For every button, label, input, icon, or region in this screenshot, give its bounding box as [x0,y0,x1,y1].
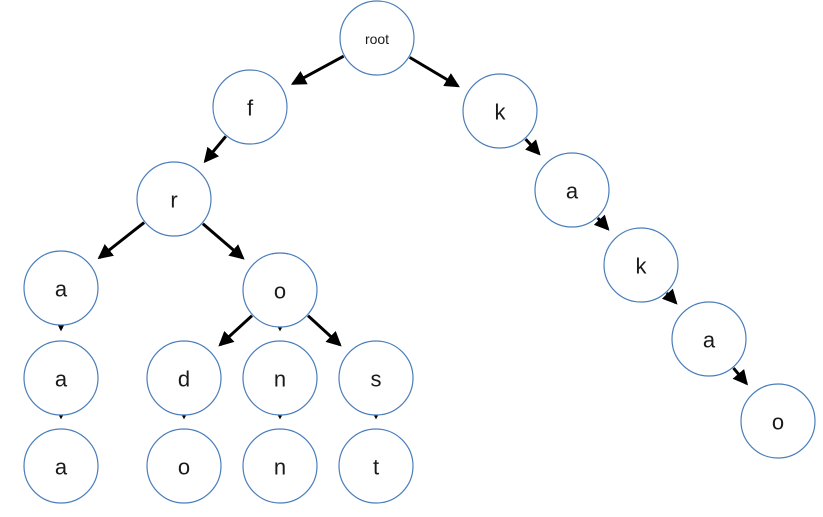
node-circle [212,69,288,145]
tree-edge [524,138,541,156]
node-label: a [566,179,579,204]
tree-node[interactable]: f [212,69,288,145]
node-circle [462,73,538,149]
node-label: s [371,367,382,392]
node-circle [740,383,816,459]
tree-node[interactable]: a [23,340,99,416]
tree-node[interactable]: o [146,428,222,504]
tree-node[interactable]: k [603,227,679,303]
tree-node[interactable]: o [740,383,816,459]
node-label: n [274,455,286,480]
tree-node[interactable]: n [242,428,318,504]
tree-edge [97,221,146,260]
nodes-layer: root f r a a a o d n s o n t k a k a o [23,0,816,504]
tree-edge [203,135,227,164]
node-circle [671,301,747,377]
node-circle [136,161,212,237]
tree-node[interactable]: a [23,428,99,504]
node-circle [146,340,222,416]
node-circle [146,428,222,504]
tree-node[interactable]: n [242,340,318,416]
node-label: o [274,279,286,304]
tree-node[interactable]: a [534,152,610,228]
node-label: o [178,455,190,480]
tree-node[interactable]: s [338,340,414,416]
node-circle [242,340,318,416]
node-label: t [373,455,379,480]
tree-edge [306,314,342,347]
node-circle [242,252,318,328]
node-circle [338,428,414,504]
node-circle [242,428,318,504]
tree-edge [732,367,748,386]
node-label: a [55,455,68,480]
node-circle [23,250,99,326]
tree-node[interactable]: o [242,252,318,328]
node-label: r [170,188,177,213]
tree-node[interactable]: root [339,0,415,76]
tree-node[interactable]: a [671,301,747,377]
node-circle [23,340,99,416]
node-circle [339,0,415,76]
tree-edge [593,214,610,231]
node-label: a [55,277,68,302]
tree-node[interactable]: r [136,161,212,237]
node-label: root [365,31,389,47]
node-label: k [636,254,648,279]
tree-node[interactable]: k [462,73,538,149]
node-circle [23,428,99,504]
tree-edge [201,222,245,260]
tree-node[interactable]: a [23,250,99,326]
node-circle [534,152,610,228]
node-label: a [55,367,68,392]
tree-edge [408,56,460,88]
node-label: o [772,410,784,435]
tree-edge [218,314,254,347]
node-label: n [274,367,286,392]
node-label: d [178,367,190,392]
tree-node[interactable]: t [338,428,414,504]
node-label: k [495,100,507,125]
tree-edge [661,288,678,305]
node-circle [603,227,679,303]
tree-edge [290,54,345,85]
node-circle [338,340,414,416]
node-label: f [247,96,254,121]
tree-node[interactable]: d [146,340,222,416]
node-label: a [703,328,716,353]
edges-layer [53,54,748,420]
